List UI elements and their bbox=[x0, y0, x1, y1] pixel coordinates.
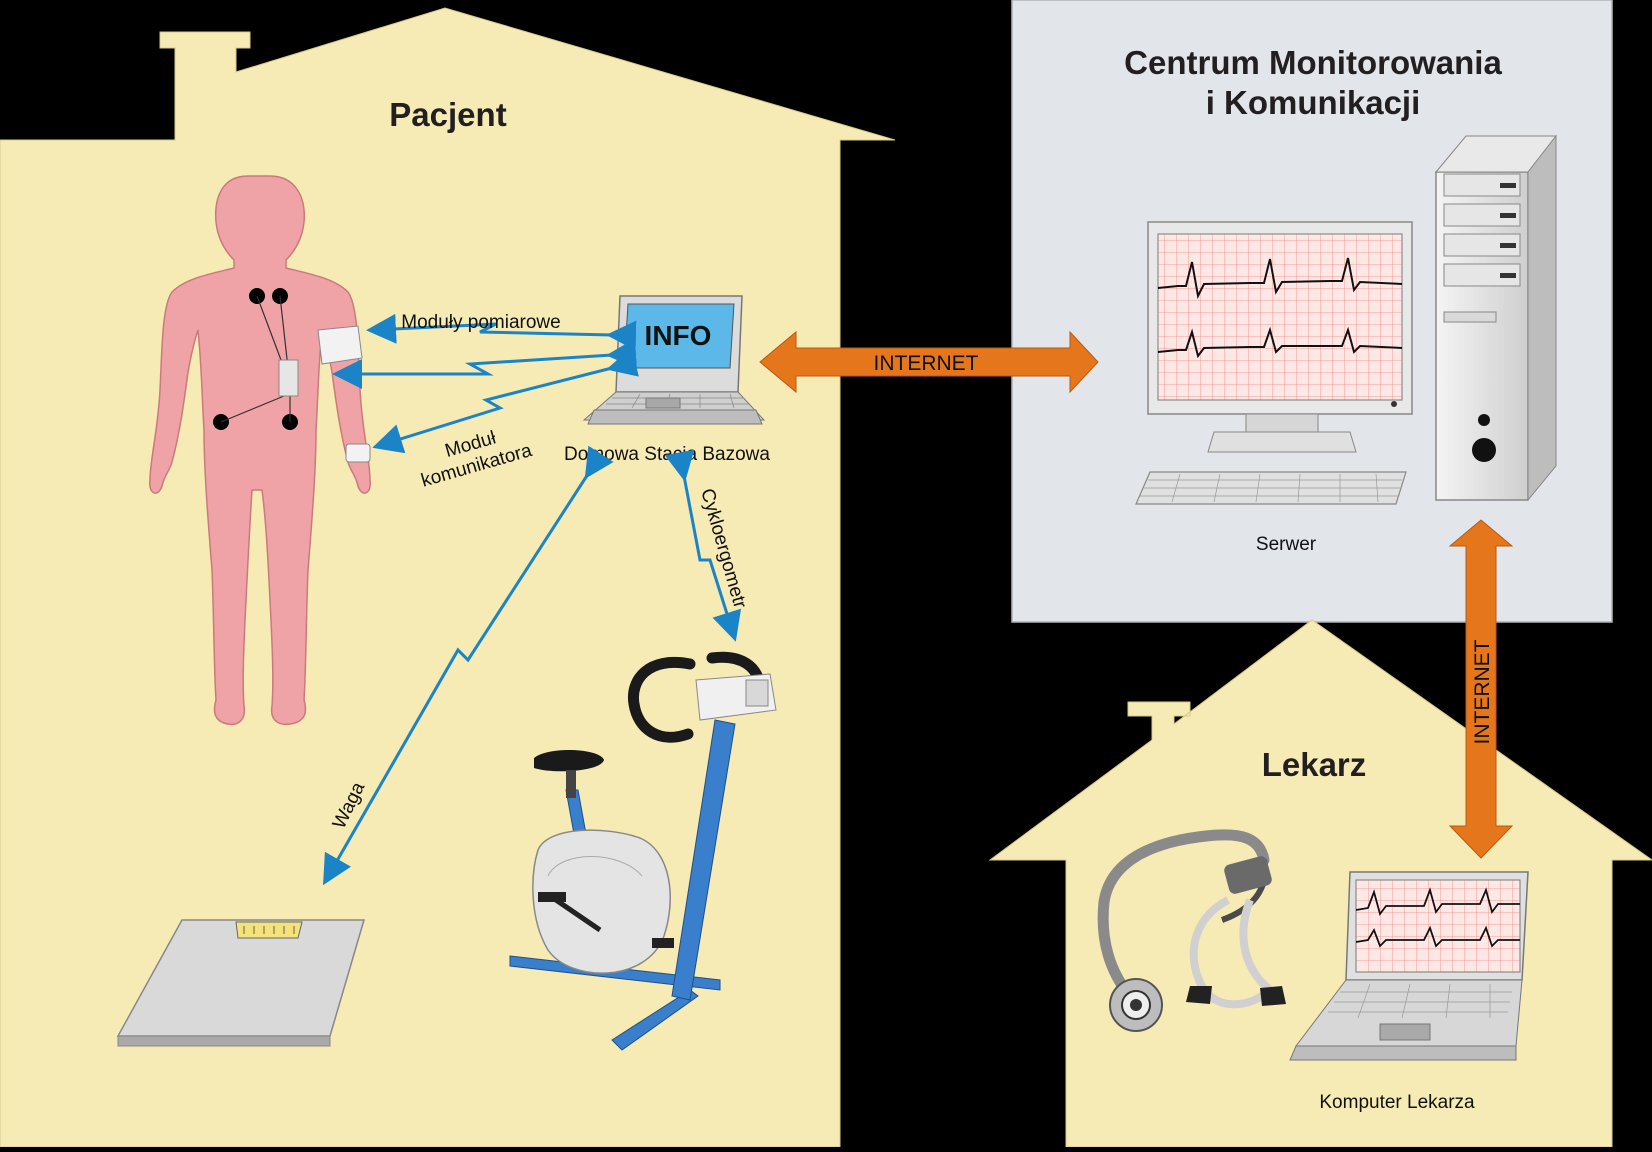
server-tower bbox=[1434, 134, 1558, 502]
link-scale bbox=[323, 445, 614, 886]
patient-house: Pacjent INFO bbox=[0, 7, 896, 1148]
internet-label-vertical: INTERNET bbox=[1471, 639, 1494, 744]
doctor-house-shape bbox=[988, 619, 1652, 1148]
patient-title: Pacjent bbox=[389, 96, 506, 133]
patient-house-shape bbox=[0, 7, 896, 1148]
laptop-screen-text: INFO bbox=[645, 320, 712, 351]
blood-pressure-cuff bbox=[317, 325, 363, 365]
bathroom-scale bbox=[116, 919, 366, 1047]
ecg-recorder-device bbox=[278, 359, 299, 397]
doctor-title: Lekarz bbox=[1262, 746, 1367, 783]
link-cycle-ergometer bbox=[664, 449, 742, 642]
doctor-laptop-touchpad bbox=[1379, 1023, 1431, 1041]
stethoscope-icon bbox=[1097, 829, 1286, 1032]
doctor-house: Lekarz bbox=[988, 619, 1652, 1148]
monitoring-center: Centrum Monitorowania i Komunikacji bbox=[1011, 0, 1613, 623]
electrode-wires bbox=[220, 295, 291, 423]
ecg-trace-2 bbox=[1157, 326, 1403, 359]
laptop-touchpad bbox=[645, 397, 681, 409]
server-monitor bbox=[1147, 221, 1413, 453]
doctor-ecg-trace-1 bbox=[1355, 887, 1520, 917]
internet-link-horizontal: INTERNET bbox=[759, 330, 1099, 394]
wrist-communicator bbox=[345, 443, 371, 463]
link-communicator bbox=[372, 347, 639, 454]
patient-body-figure bbox=[149, 175, 371, 726]
exercise-bike bbox=[509, 651, 777, 1051]
doctor-laptop-keyboard bbox=[1328, 983, 1512, 1019]
base-station-label: Domowa Stacja Bazowa bbox=[564, 444, 770, 465]
internet-link-vertical: INTERNET bbox=[1448, 519, 1514, 859]
internet-label-horizontal: INTERNET bbox=[874, 352, 979, 375]
server-keyboard bbox=[1135, 471, 1407, 505]
ecg-trace-1 bbox=[1157, 257, 1403, 300]
doctor-computer-label: Komputer Lekarza bbox=[1319, 1092, 1475, 1113]
wireless-links bbox=[323, 313, 742, 886]
doctor-ecg-trace-2 bbox=[1355, 925, 1520, 948]
center-title-line1: Centrum Monitorowania bbox=[1124, 44, 1502, 81]
link-label-measurement-modules: Moduły pomiarowe bbox=[401, 312, 560, 333]
server-label: Serwer bbox=[1256, 534, 1317, 555]
doctor-laptop bbox=[1289, 871, 1529, 1061]
center-title-line2: i Komunikacji bbox=[1206, 84, 1421, 121]
link-measurement-cuff bbox=[366, 313, 637, 351]
